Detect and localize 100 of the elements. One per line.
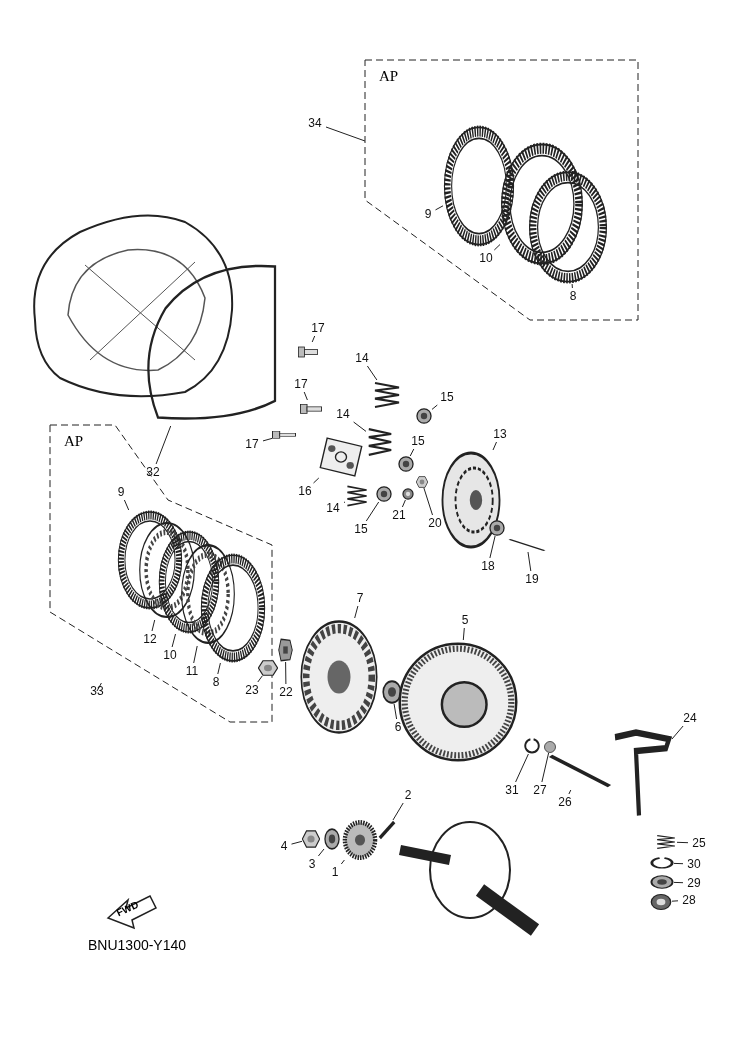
washer-drawing — [376, 486, 392, 502]
leader-line — [311, 335, 316, 343]
friction-plate-drawing — [158, 530, 220, 634]
callout-number: 17 — [307, 320, 329, 336]
leader-line — [671, 900, 679, 902]
leader-line — [489, 535, 496, 559]
callout-number: 26 — [554, 794, 576, 810]
leader-line — [493, 244, 501, 251]
callout-number: 15 — [407, 433, 429, 449]
callout-number: 10 — [159, 647, 181, 663]
callout-number: 15 — [436, 389, 458, 405]
friction-plate-drawing — [500, 142, 584, 266]
callout-number: 3 — [304, 856, 320, 872]
leader-line — [462, 627, 465, 641]
leader-line — [409, 448, 415, 457]
leader-line — [343, 501, 346, 503]
leader-line — [155, 425, 172, 465]
clutch-boss-drawing — [298, 618, 380, 736]
callout-number: 6 — [390, 719, 406, 735]
leader-line — [262, 437, 273, 442]
nut-drawing — [302, 830, 320, 848]
leader-line — [257, 675, 263, 683]
spring-drawing — [655, 834, 677, 850]
clutch-housing-drawing — [396, 640, 520, 764]
leader-line — [568, 789, 572, 795]
lock-washer-drawing — [278, 638, 293, 662]
friction-plate-drawing — [528, 170, 608, 284]
callout-number: 5 — [457, 612, 473, 628]
nut-drawing — [258, 660, 278, 676]
callout-number: 23 — [241, 682, 263, 698]
leader-line — [291, 840, 303, 845]
leader-line — [96, 682, 102, 692]
callout-number: 4 — [276, 838, 292, 854]
washer-drawing — [324, 828, 340, 850]
leader-line — [435, 205, 444, 211]
leader-line — [353, 421, 367, 432]
leader-line — [423, 487, 433, 516]
bolt-drawing — [272, 428, 296, 442]
callout-number: 30 — [683, 856, 705, 872]
leader-line — [340, 859, 345, 865]
callout-number: 14 — [351, 350, 373, 366]
leader-line — [325, 126, 366, 142]
washer-drawing — [416, 408, 432, 424]
friction-plate-drawing — [443, 125, 515, 247]
spring-plate-drawing — [318, 436, 364, 478]
leader-line — [393, 703, 398, 720]
leader-line — [365, 501, 380, 522]
leader-line — [673, 862, 684, 865]
washer-drawing — [382, 680, 402, 704]
leader-line — [515, 753, 529, 783]
leader-line — [431, 404, 438, 410]
oil-seal-drawing — [650, 893, 672, 911]
leader-line — [527, 551, 532, 572]
leader-line — [193, 645, 198, 664]
leader-line — [151, 619, 156, 632]
washer-drawing — [398, 456, 414, 472]
callout-number: 1 — [327, 864, 343, 880]
circlip-drawing — [650, 857, 674, 869]
callout-number: 14 — [322, 500, 344, 516]
friction-plate-drawing — [200, 553, 266, 663]
key-drawing — [378, 820, 396, 840]
callout-number: 16 — [294, 483, 316, 499]
callout-number: 9 — [420, 206, 436, 222]
callout-number: 8 — [208, 674, 224, 690]
nut-drawing — [416, 476, 428, 488]
callout-number: 14 — [332, 406, 354, 422]
direction-label: FWD — [114, 898, 141, 919]
callout-number: 25 — [688, 835, 710, 851]
callout-number: 33 — [86, 683, 108, 699]
callout-number: 31 — [501, 782, 523, 798]
callout-number: 24 — [679, 710, 701, 726]
spring-drawing — [366, 426, 394, 458]
callout-number: 11 — [181, 663, 203, 679]
leader-line — [492, 441, 497, 451]
leader-line — [317, 848, 325, 857]
leader-line — [217, 662, 221, 675]
group-label: AP — [64, 433, 84, 450]
gear-drawing — [342, 820, 378, 860]
leader-line — [366, 365, 378, 381]
callout-number: 8 — [565, 288, 581, 304]
clutch-plate-drawing — [180, 542, 236, 646]
callout-number: 28 — [678, 892, 700, 908]
callout-number: 17 — [241, 436, 263, 452]
leader-line — [171, 633, 176, 648]
callout-number: 22 — [275, 684, 297, 700]
callout-number: 19 — [521, 571, 543, 587]
leader-line — [541, 752, 550, 783]
callout-number: 13 — [489, 426, 511, 442]
push-rod-drawing — [508, 538, 546, 552]
leader-line — [401, 499, 406, 508]
callout-number: 17 — [290, 376, 312, 392]
leader-line — [285, 661, 287, 685]
leader-line — [676, 841, 689, 844]
callout-number: 34 — [304, 115, 326, 131]
washer-drawing — [489, 520, 505, 536]
callout-number: 9 — [113, 484, 129, 500]
dashed-outline — [50, 425, 272, 722]
leader-line — [671, 725, 684, 740]
bearing-drawing — [402, 488, 414, 500]
callout-number: 21 — [388, 507, 410, 523]
